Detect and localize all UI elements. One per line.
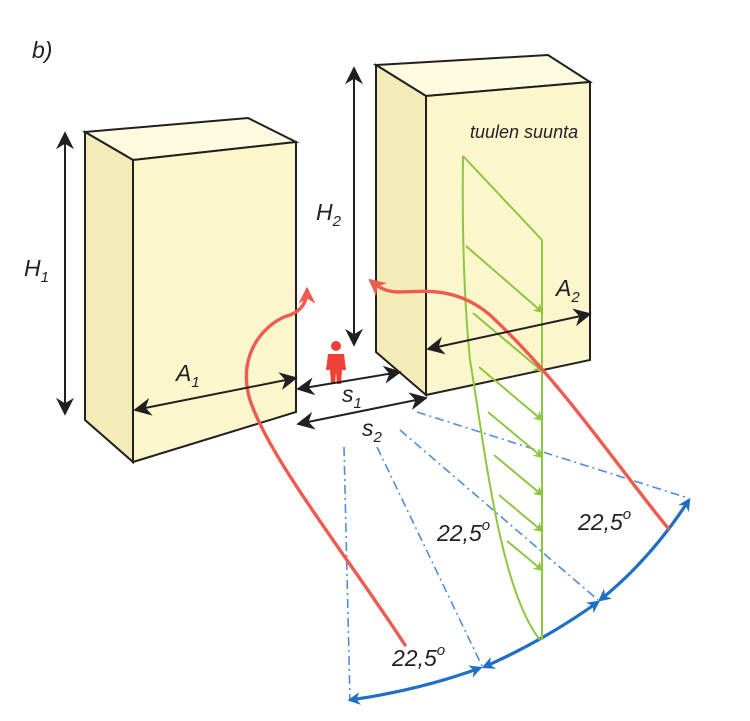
building-2-side	[375, 63, 427, 398]
wind-profile-top-line	[462, 155, 543, 241]
h2-label: H2	[316, 199, 342, 230]
a2-arrow	[426, 308, 592, 355]
angle-label-bottom: 22,5o	[391, 642, 445, 671]
sector-arc-segment-3	[598, 497, 691, 602]
building-1	[81, 116, 300, 465]
a1-arrow	[133, 372, 298, 416]
wind-profile-arrow-1	[465, 245, 544, 314]
wind-flow-right	[368, 278, 670, 530]
sector-line-4	[416, 411, 689, 499]
sector-line-2	[376, 446, 484, 669]
building-1-front	[132, 140, 297, 464]
wind-profile-arrow-6	[498, 494, 544, 533]
building-2	[372, 53, 594, 398]
panel-label: b)	[32, 37, 52, 63]
a1-label: A1	[174, 360, 200, 391]
wind-profile-curve	[461, 155, 541, 641]
a2-label: A2	[554, 275, 580, 306]
s1-arrow	[296, 365, 402, 396]
wind-profile-arrow-3	[478, 366, 544, 422]
wind-direction-label: tuulen suunta	[470, 122, 578, 142]
h1-label: H1	[24, 255, 49, 286]
building-1-side	[84, 130, 134, 465]
sector-lines	[343, 411, 689, 701]
s2-arrow	[296, 392, 428, 430]
person-icon	[326, 341, 346, 384]
angle-label-middle: 22,5o	[436, 517, 490, 546]
s1-label: s1	[342, 381, 362, 412]
wind-profile-arrow-4	[487, 411, 544, 459]
wind-profile-arrow-7	[506, 540, 544, 572]
wind-profile-arrow-5	[493, 454, 544, 497]
sector-line-3	[399, 429, 599, 601]
sector-line-1	[343, 446, 351, 701]
angle-label-right: 22,5o	[577, 506, 631, 535]
s2-label: s2	[362, 415, 383, 446]
dimension-arrows	[56, 66, 592, 430]
sector-arc-segment-1	[347, 665, 483, 705]
